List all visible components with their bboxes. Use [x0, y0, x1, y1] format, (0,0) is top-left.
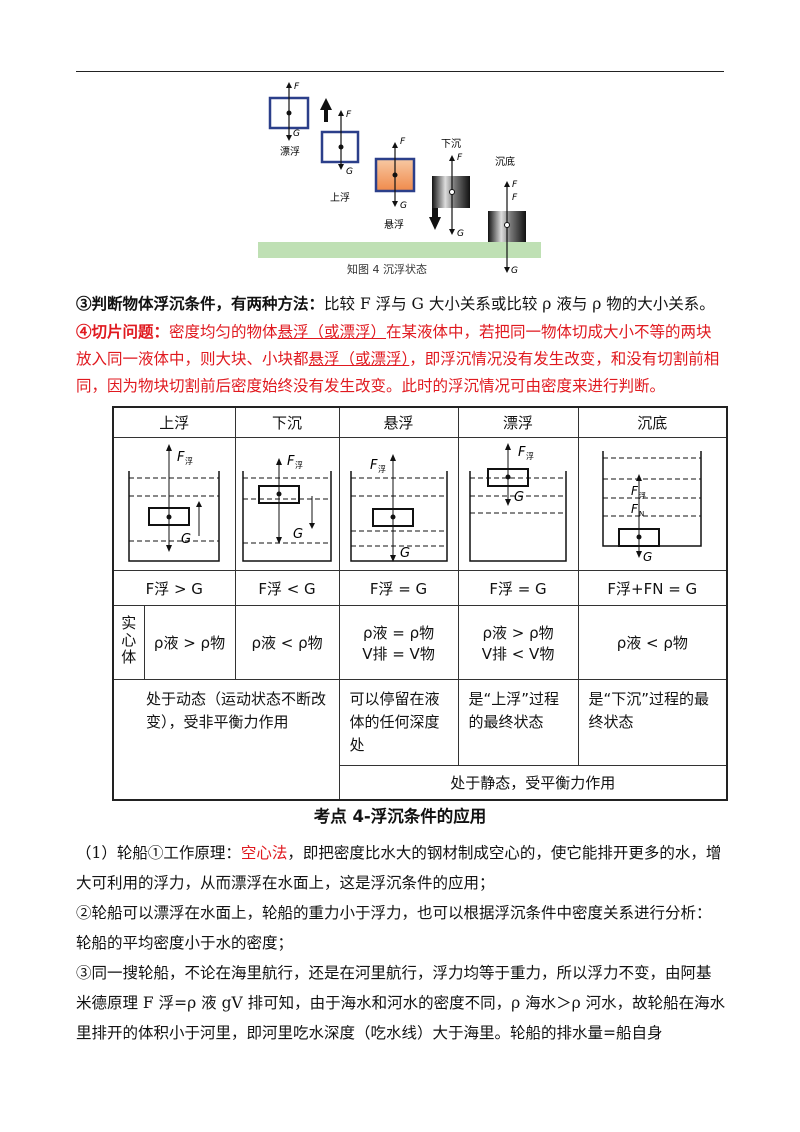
label-xiachen: 下沉 [441, 137, 461, 150]
f-sub-label: 浮 [185, 456, 193, 466]
header-xuanfu: 悬浮 [338, 406, 459, 438]
diagram-chendi: F 浮 F N G [577, 436, 728, 572]
g-label: G [643, 550, 652, 564]
solid-label: 实心体 [119, 615, 138, 667]
paragraph-ship-same: ③同一搜轮船，不论在海里航行，还是在河里航行，浮力均等于重力，所以浮力不变，由阿… [76, 964, 726, 1042]
label-chendi: 沉底 [495, 155, 515, 168]
static-row: 处于静态，受平衡力作用 [113, 765, 728, 801]
g-label: G [457, 229, 464, 239]
header-rule [76, 71, 724, 72]
label-piaofu: 漂浮 [280, 146, 300, 158]
g-label: G [293, 129, 300, 139]
f-label: F [457, 153, 463, 163]
comparison-table: 上浮 下沉 悬浮 漂浮 沉底 F 浮 G [112, 406, 729, 801]
desc-xuanfu: 可以停留在液体的任何深度处 [338, 678, 459, 767]
f-label: F [400, 137, 406, 147]
g-label: G [514, 490, 524, 505]
diagram-shangfu: F 浮 G [112, 436, 236, 572]
diagram-piaofu: F 浮 G [457, 436, 579, 572]
f-label: F [518, 445, 526, 460]
paragraph-ship-principle: （1）轮船①工作原理：空心法，即把密度比水大的钢材制成空心的，使它能排开更多的水… [76, 838, 726, 898]
slice-lead: ④切片问题： [76, 322, 170, 341]
volume-xuanfu: V排 = V物 [362, 644, 435, 663]
judge-text: 比较 F 浮与 G 大小关系或比较 ρ 液与 ρ 物的大小关系。 [324, 295, 715, 313]
paragraph-judge-method: ③判断物体浮沉条件，有两种方法：比较 F 浮与 G 大小关系或比较 ρ 液与 ρ… [76, 290, 726, 318]
ground-strip [258, 242, 541, 258]
label-xuanfu: 悬浮 [384, 219, 404, 231]
force-chendi: F浮+FN = G [577, 570, 728, 607]
ship-lead: （1）轮船①工作原理： [76, 844, 241, 862]
density-piaofu-rho: ρ液 > ρ物 [482, 623, 554, 642]
header-xiachen: 下沉 [234, 406, 340, 438]
header-shangfu: 上浮 [112, 406, 236, 438]
density-chendi: ρ液 < ρ物 [577, 605, 728, 680]
section-title: 考点 4-浮沉条件的应用 [313, 807, 487, 826]
f-label: F [346, 110, 352, 120]
f-label: F [631, 484, 639, 498]
desc-dynamic-text: 处于动态（运动状态不断改变），受非平衡力作用 [146, 689, 327, 731]
f-label: F [512, 193, 518, 203]
g-label: G [181, 532, 191, 547]
solid-label-cell: 实心体 [112, 605, 145, 680]
header-row: 上浮 下沉 悬浮 漂浮 沉底 [112, 406, 728, 438]
slice-text-3: ，即浮沉情况没有发生改变，和没有切割前相同，因为物块切割前后密度始终没有发生改变… [76, 350, 720, 395]
fn-label: F [631, 502, 639, 516]
ship-keyword: 空心法 [240, 844, 288, 862]
g-label: G [400, 546, 410, 561]
f-sub-label: 浮 [639, 491, 646, 500]
f-label: F [177, 450, 185, 465]
diagram-xiachen: F 浮 G [234, 436, 340, 572]
f-sub-label: 浮 [378, 464, 386, 474]
volume-piaofu: V排 < V物 [481, 644, 555, 663]
density-row: 实心体 ρ液 > ρ物 ρ液 < ρ物 ρ液 = ρ物 V排 = V物 ρ液 >… [112, 605, 728, 680]
force-piaofu: F浮 = G [457, 570, 579, 607]
judge-lead: ③判断物体浮沉条件，有两种方法： [76, 294, 325, 313]
force-xiachen: F浮 < G [234, 570, 340, 607]
f-label: F [287, 454, 295, 469]
slice-underline-1: 悬浮（或漂浮） [277, 323, 387, 341]
density-shangfu: ρ液 > ρ物 [143, 605, 236, 680]
density-piaofu: ρ液 > ρ物 V排 < V物 [457, 605, 579, 680]
desc-static: 处于静态，受平衡力作用 [338, 765, 728, 801]
desc-chendi: 是“下沉”过程的最终状态 [577, 678, 728, 767]
slice-text-1: 密度均匀的物体 [169, 323, 278, 341]
f-sub-label: 浮 [295, 460, 303, 470]
desc-dynamic: 处于动态（运动状态不断改变），受非平衡力作用 [112, 678, 340, 801]
force-xuanfu: F浮 = G [338, 570, 459, 607]
f-label: F [294, 82, 300, 92]
float-sink-figure: F G 漂浮 F G 上浮 F G 悬浮 下沉 F G 沉底 F F G 知图 … [258, 82, 541, 276]
slice-underline-2: 悬浮（或漂浮） [308, 350, 410, 368]
n-sub-label: N [639, 510, 644, 518]
diagram-row: F 浮 G F 浮 G [112, 436, 728, 572]
g-label: G [511, 266, 518, 276]
density-xuanfu-rho: ρ液 = ρ物 [362, 623, 435, 642]
figure-caption: 知图 4 沉浮状态 [347, 262, 427, 276]
desc-piaofu: 是“上浮”过程的最终状态 [457, 678, 579, 767]
description-row: 处于动态（运动状态不断改变），受非平衡力作用 可以停留在液体的任何深度处 是“上… [112, 678, 728, 801]
f-sub-label: 浮 [526, 451, 534, 461]
header-chendi: 沉底 [577, 406, 728, 438]
n-label: F [512, 180, 518, 190]
f-label: F [370, 458, 378, 473]
density-xuanfu: ρ液 = ρ物 V排 = V物 [338, 605, 459, 680]
density-xiachen: ρ液 < ρ物 [234, 605, 340, 680]
paragraph-slice-problem: ④切片问题：密度均匀的物体悬浮（或漂浮）在某液体中，若把同一物体切成大小不等的两… [76, 318, 726, 400]
label-shangfu: 上浮 [330, 192, 350, 204]
diagram-xuanfu: F 浮 G [338, 436, 459, 572]
force-row: F浮 > G F浮 < G F浮 = G F浮 = G F浮+FN = G [112, 570, 728, 607]
g-label: G [346, 167, 353, 177]
header-piaofu: 漂浮 [457, 406, 579, 438]
g-label: G [293, 527, 303, 542]
slice-text-2: 在某液体中，若把同一物体切成大小不等的两块放入同一液体中，则大块、小块都 [76, 323, 712, 368]
g-label: G [400, 201, 407, 211]
ship-text: ，即把密度比水大的钢材制成空心的，使它能排开更多的水，增大可利用的浮力，从而漂浮… [76, 844, 722, 892]
paragraph-ship-float: ②轮船可以漂浮在水面上，轮船的重力小于浮力，也可以根据浮沉条件中密度关系进行分析… [76, 904, 712, 952]
force-shangfu: F浮 > G [112, 570, 236, 607]
